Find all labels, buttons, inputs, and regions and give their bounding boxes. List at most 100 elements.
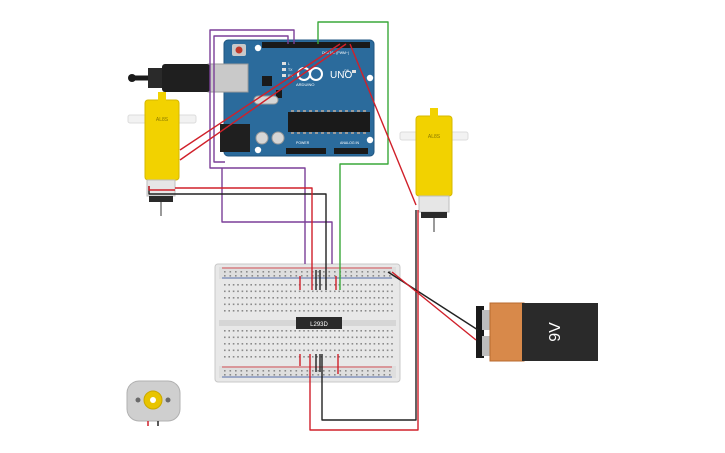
breadboard-hole[interactable] xyxy=(246,330,248,332)
breadboard-hole[interactable] xyxy=(303,349,305,352)
breadboard-hole[interactable] xyxy=(262,271,265,273)
breadboard-hole[interactable] xyxy=(391,284,393,286)
breadboard-hole[interactable] xyxy=(228,284,230,286)
breadboard-hole[interactable] xyxy=(339,370,342,372)
breadboard-hole[interactable] xyxy=(307,297,310,299)
breadboard-hole[interactable] xyxy=(378,290,380,293)
breadboard-hole[interactable] xyxy=(325,330,327,332)
breadboard-hole[interactable] xyxy=(240,271,243,273)
dc-motor[interactable] xyxy=(126,380,181,426)
breadboard-hole[interactable] xyxy=(246,370,248,372)
breadboard-hole[interactable] xyxy=(382,336,384,339)
breadboard-hole[interactable] xyxy=(342,310,345,312)
breadboard-hole[interactable] xyxy=(298,343,301,345)
breadboard-hole[interactable] xyxy=(342,284,345,286)
breadboard-hole[interactable] xyxy=(241,284,244,286)
breadboard-hole[interactable] xyxy=(307,303,310,306)
breadboard-hole[interactable] xyxy=(342,349,345,352)
breadboard-hole[interactable] xyxy=(254,343,257,345)
wire-red[interactable] xyxy=(148,186,175,191)
breadboard-hole[interactable] xyxy=(303,310,305,312)
breadboard-hole[interactable] xyxy=(356,310,358,312)
breadboard-hole[interactable] xyxy=(334,310,336,312)
breadboard-hole[interactable] xyxy=(268,336,270,339)
breadboard-hole[interactable] xyxy=(224,349,226,352)
breadboard-hole[interactable] xyxy=(360,303,362,306)
breadboard-hole[interactable] xyxy=(254,349,257,352)
breadboard-hole[interactable] xyxy=(235,275,237,277)
breadboard-hole[interactable] xyxy=(391,343,393,345)
breadboard-hole[interactable] xyxy=(378,303,380,306)
breadboard-hole[interactable] xyxy=(294,330,296,332)
breadboard-hole[interactable] xyxy=(345,370,347,372)
breadboard-hole[interactable] xyxy=(320,336,323,339)
breadboard-hole[interactable] xyxy=(342,356,345,358)
wire-red[interactable] xyxy=(391,271,477,341)
wire-green[interactable] xyxy=(317,21,389,290)
breadboard-hole[interactable] xyxy=(268,374,270,376)
wire-red[interactable] xyxy=(179,43,341,151)
breadboard-hole[interactable] xyxy=(298,310,301,312)
breadboard-hole[interactable] xyxy=(386,343,389,345)
breadboard-hole[interactable] xyxy=(312,374,314,376)
breadboard-hole[interactable] xyxy=(373,303,376,306)
breadboard-hole[interactable] xyxy=(285,284,288,286)
breadboard-hole[interactable] xyxy=(386,349,389,352)
breadboard-hole[interactable] xyxy=(307,310,310,312)
breadboard-hole[interactable] xyxy=(232,290,235,293)
breadboard-hole[interactable] xyxy=(285,330,288,332)
breadboard-hole[interactable] xyxy=(345,271,347,273)
breadboard-hole[interactable] xyxy=(360,290,362,293)
breadboard-hole[interactable] xyxy=(290,374,292,376)
breadboard-hole[interactable] xyxy=(320,303,323,306)
breadboard-hole[interactable] xyxy=(276,343,279,345)
gear-motor-left[interactable]: AL8S xyxy=(127,92,197,216)
breadboard-hole[interactable] xyxy=(241,356,244,358)
breadboard-hole[interactable] xyxy=(316,297,318,299)
breadboard-hole[interactable] xyxy=(281,290,283,293)
breadboard-hole[interactable] xyxy=(367,370,369,372)
breadboard-hole[interactable] xyxy=(342,297,345,299)
breadboard-hole[interactable] xyxy=(325,297,327,299)
breadboard-hole[interactable] xyxy=(369,297,371,299)
breadboard-hole[interactable] xyxy=(382,290,384,293)
breadboard-hole[interactable] xyxy=(307,349,310,352)
breadboard-hole[interactable] xyxy=(356,370,358,372)
breadboard-hole[interactable] xyxy=(347,330,349,332)
breadboard-hole[interactable] xyxy=(224,343,226,345)
breadboard-hole[interactable] xyxy=(334,336,336,339)
breadboard-hole[interactable] xyxy=(250,303,252,306)
breadboard-hole[interactable] xyxy=(250,290,252,293)
breadboard-hole[interactable] xyxy=(295,374,298,376)
breadboard-hole[interactable] xyxy=(386,336,389,339)
breadboard-hole[interactable] xyxy=(237,303,239,306)
breadboard-hole[interactable] xyxy=(317,374,320,376)
breadboard-hole[interactable] xyxy=(369,330,371,332)
breadboard-hole[interactable] xyxy=(250,330,252,332)
breadboard-hole[interactable] xyxy=(251,370,254,372)
breadboard-hole[interactable] xyxy=(378,370,380,372)
breadboard-hole[interactable] xyxy=(360,330,362,332)
breadboard-hole[interactable] xyxy=(345,275,347,277)
breadboard-hole[interactable] xyxy=(259,356,261,358)
breadboard-hole[interactable] xyxy=(325,310,327,312)
power-header[interactable] xyxy=(286,148,326,154)
breadboard-hole[interactable] xyxy=(254,290,257,293)
breadboard-hole[interactable] xyxy=(281,343,283,345)
breadboard-hole[interactable] xyxy=(268,370,270,372)
breadboard-hole[interactable] xyxy=(273,271,276,273)
breadboard-hole[interactable] xyxy=(316,336,318,339)
breadboard-hole[interactable] xyxy=(254,356,257,358)
breadboard-hole[interactable] xyxy=(281,356,283,358)
breadboard-hole[interactable] xyxy=(360,336,362,339)
breadboard-hole[interactable] xyxy=(250,336,252,339)
breadboard-hole[interactable] xyxy=(298,336,301,339)
breadboard-hole[interactable] xyxy=(246,374,248,376)
breadboard-hole[interactable] xyxy=(351,356,354,358)
breadboard-hole[interactable] xyxy=(250,343,252,345)
breadboard-hole[interactable] xyxy=(356,284,358,286)
breadboard-hole[interactable] xyxy=(328,271,331,273)
breadboard-hole[interactable] xyxy=(317,271,320,273)
breadboard-hole[interactable] xyxy=(246,310,248,312)
breadboard-hole[interactable] xyxy=(263,330,266,332)
